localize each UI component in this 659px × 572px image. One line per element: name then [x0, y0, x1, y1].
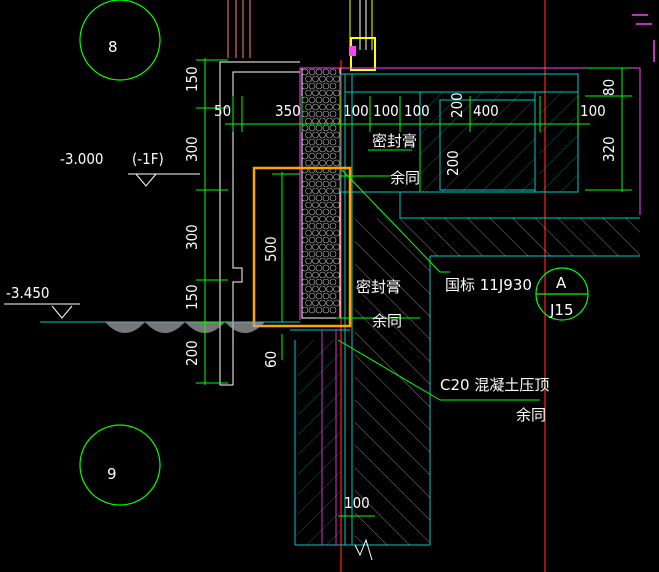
svg-text:100: 100	[580, 102, 606, 120]
dim-60-label: 60	[262, 351, 280, 368]
svg-text:100: 100	[404, 102, 430, 120]
leader-lines	[336, 149, 540, 401]
ground-elevation: -3.450	[6, 284, 50, 302]
svg-text:350: 350	[275, 102, 301, 120]
floor-elevation: -3.000	[60, 150, 104, 168]
window-frame-lines	[227, 0, 251, 58]
svg-text:300: 300	[183, 136, 201, 162]
detail-bubble-9: 9	[79, 424, 161, 506]
dim-500-label: 500	[262, 236, 280, 262]
insulation-layer	[301, 67, 341, 319]
level-marker-ground	[4, 303, 80, 319]
floor-name: (-1F)	[132, 150, 164, 168]
dim-bottom-100: 100	[344, 494, 370, 512]
section-sheet: J15	[549, 301, 574, 319]
right-dim-320: 320	[600, 136, 618, 162]
svg-text:50: 50	[214, 102, 231, 120]
section-symbol: A J15	[535, 267, 589, 321]
svg-text:200: 200	[448, 92, 466, 118]
svg-text:100: 100	[373, 102, 399, 120]
ditto-note-top: 余同	[390, 169, 420, 187]
level-marker-floor	[128, 173, 200, 187]
svg-text:300: 300	[183, 224, 201, 250]
corner-fragments	[632, 14, 655, 62]
svg-text:200: 200	[183, 340, 201, 366]
top-dim-labels: 50 350 100 100 100 200 400 100	[214, 92, 606, 120]
sealant-note-top: 密封膏	[372, 132, 417, 150]
left-dim-labels: 150 300 300 150 200	[183, 66, 201, 366]
concrete-cap-note: C20 混凝土压顶	[440, 376, 549, 394]
section-id: A	[556, 274, 567, 292]
standard-ref-note: 国标 11J930	[445, 276, 532, 294]
slab-hatch	[298, 92, 640, 545]
top-dim-chain	[225, 96, 590, 132]
svg-text:8: 8	[108, 38, 118, 56]
svg-text:150: 150	[183, 66, 201, 92]
exterior-wall	[219, 61, 300, 386]
highlight-box	[252, 166, 352, 328]
break-line	[354, 538, 373, 561]
svg-text:400: 400	[473, 102, 499, 120]
svg-text:9: 9	[107, 465, 117, 483]
window-mullion	[349, 0, 376, 71]
inner-dim-200: 200	[444, 150, 462, 176]
ground-line	[40, 321, 300, 333]
svg-text:150: 150	[183, 284, 201, 310]
dim-500	[272, 172, 300, 322]
ditto-note-bottom: 余同	[372, 312, 402, 330]
right-dim-chain	[585, 67, 632, 192]
svg-text:100: 100	[343, 102, 369, 120]
left-dim-chain	[196, 58, 228, 385]
sealant-note-bottom: 密封膏	[356, 278, 401, 296]
right-dim-80: 80	[600, 79, 618, 96]
detail-bubble-8: 8	[79, 0, 161, 81]
waterproof-layer	[321, 330, 337, 545]
ditto-note-concrete: 余同	[516, 406, 546, 424]
